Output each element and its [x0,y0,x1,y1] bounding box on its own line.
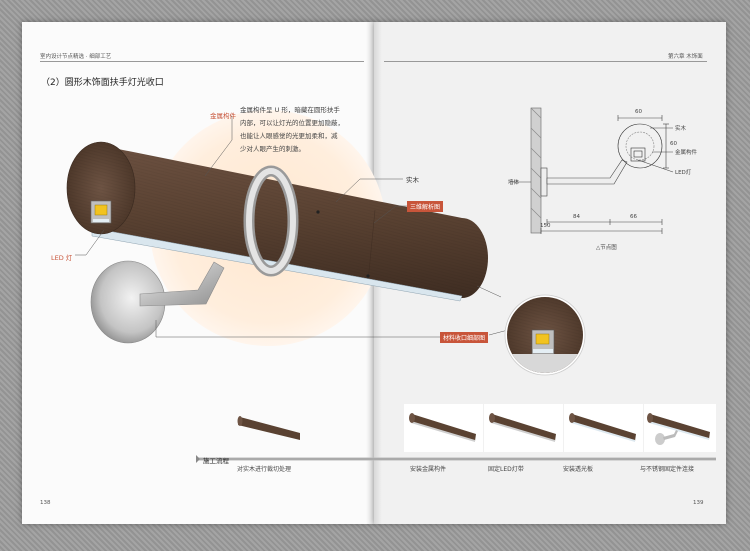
dim-side: 60 [670,141,677,147]
node-drawing [513,107,674,234]
dim-bottom-left: 84 [573,214,580,220]
process-step-4: 安装透光板 [563,466,594,473]
node-drawing-caption: △节点图 [596,245,617,251]
process-step-5: 与不锈钢固定件连接 [640,466,695,473]
right-header-rule [384,61,707,62]
process-thumb-2 [404,404,483,452]
wood-label: 实木 [406,176,419,184]
led-block [94,204,108,216]
process-step-3: 固定LED灯带 [488,466,524,473]
process-thumb-4 [564,404,643,452]
metal-part-description: 金属构件呈 U 形，暗藏在圆形扶手 内部，可以让灯光的位置更加隐蔽， 也能让人眼… [240,106,344,153]
metal-part-label: 金属构件 [210,112,236,120]
dim-top: 60 [635,109,642,115]
led-label: LED 灯 [51,254,73,262]
dim-bottom-right: 66 [630,214,637,220]
node-metal-label: 金属构件 [675,150,698,156]
process-thumb-3 [484,404,563,452]
node-wall-label: 墙体 [508,180,520,186]
left-running-header: 室内设计节点精选 · 细部工艺 [40,54,112,60]
bracket-arm [139,261,225,307]
exploded-view-tag: 三维解析图 [407,201,444,212]
detail-view-tag: 材料收口细部图 [440,332,489,343]
process-step-2: 安装金属构件 [410,466,447,473]
right-running-header: 第六章 木饰面 [668,54,703,60]
dim-total: 150 [540,223,551,229]
process-title: 施工流程 [203,457,229,465]
process-step-1: 对实木进行裁切处理 [237,466,292,473]
node-led-label: LED灯 [675,170,692,176]
process-thumb-5 [644,404,716,452]
right-page-number: 139 [693,500,704,506]
node-wood-label: 实木 [675,126,687,132]
left-page-number: 138 [40,500,51,506]
process-thumb-1 [237,416,300,440]
section-title: （2）圆形木饰面扶手灯光收口 [41,78,164,88]
left-header-rule [40,61,364,62]
